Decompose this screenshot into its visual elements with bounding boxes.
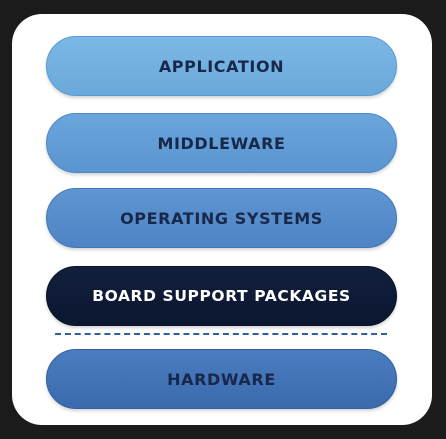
layer-label: BOARD SUPPORT PACKAGES [92, 287, 351, 305]
layer-label: HARDWARE [167, 369, 276, 389]
layer-hardware: HARDWARE [46, 349, 397, 409]
layer-operating-systems: OPERATING SYSTEMS [46, 188, 397, 248]
layer-board-support-packages: BOARD SUPPORT PACKAGES [46, 266, 397, 326]
layer-middleware: MIDDLEWARE [46, 113, 397, 173]
layer-application: APPLICATION [46, 36, 397, 96]
layer-label: OPERATING SYSTEMS [120, 208, 323, 228]
dashed-divider [55, 333, 387, 335]
layer-label: APPLICATION [158, 56, 285, 76]
layer-label: MIDDLEWARE [157, 133, 286, 153]
